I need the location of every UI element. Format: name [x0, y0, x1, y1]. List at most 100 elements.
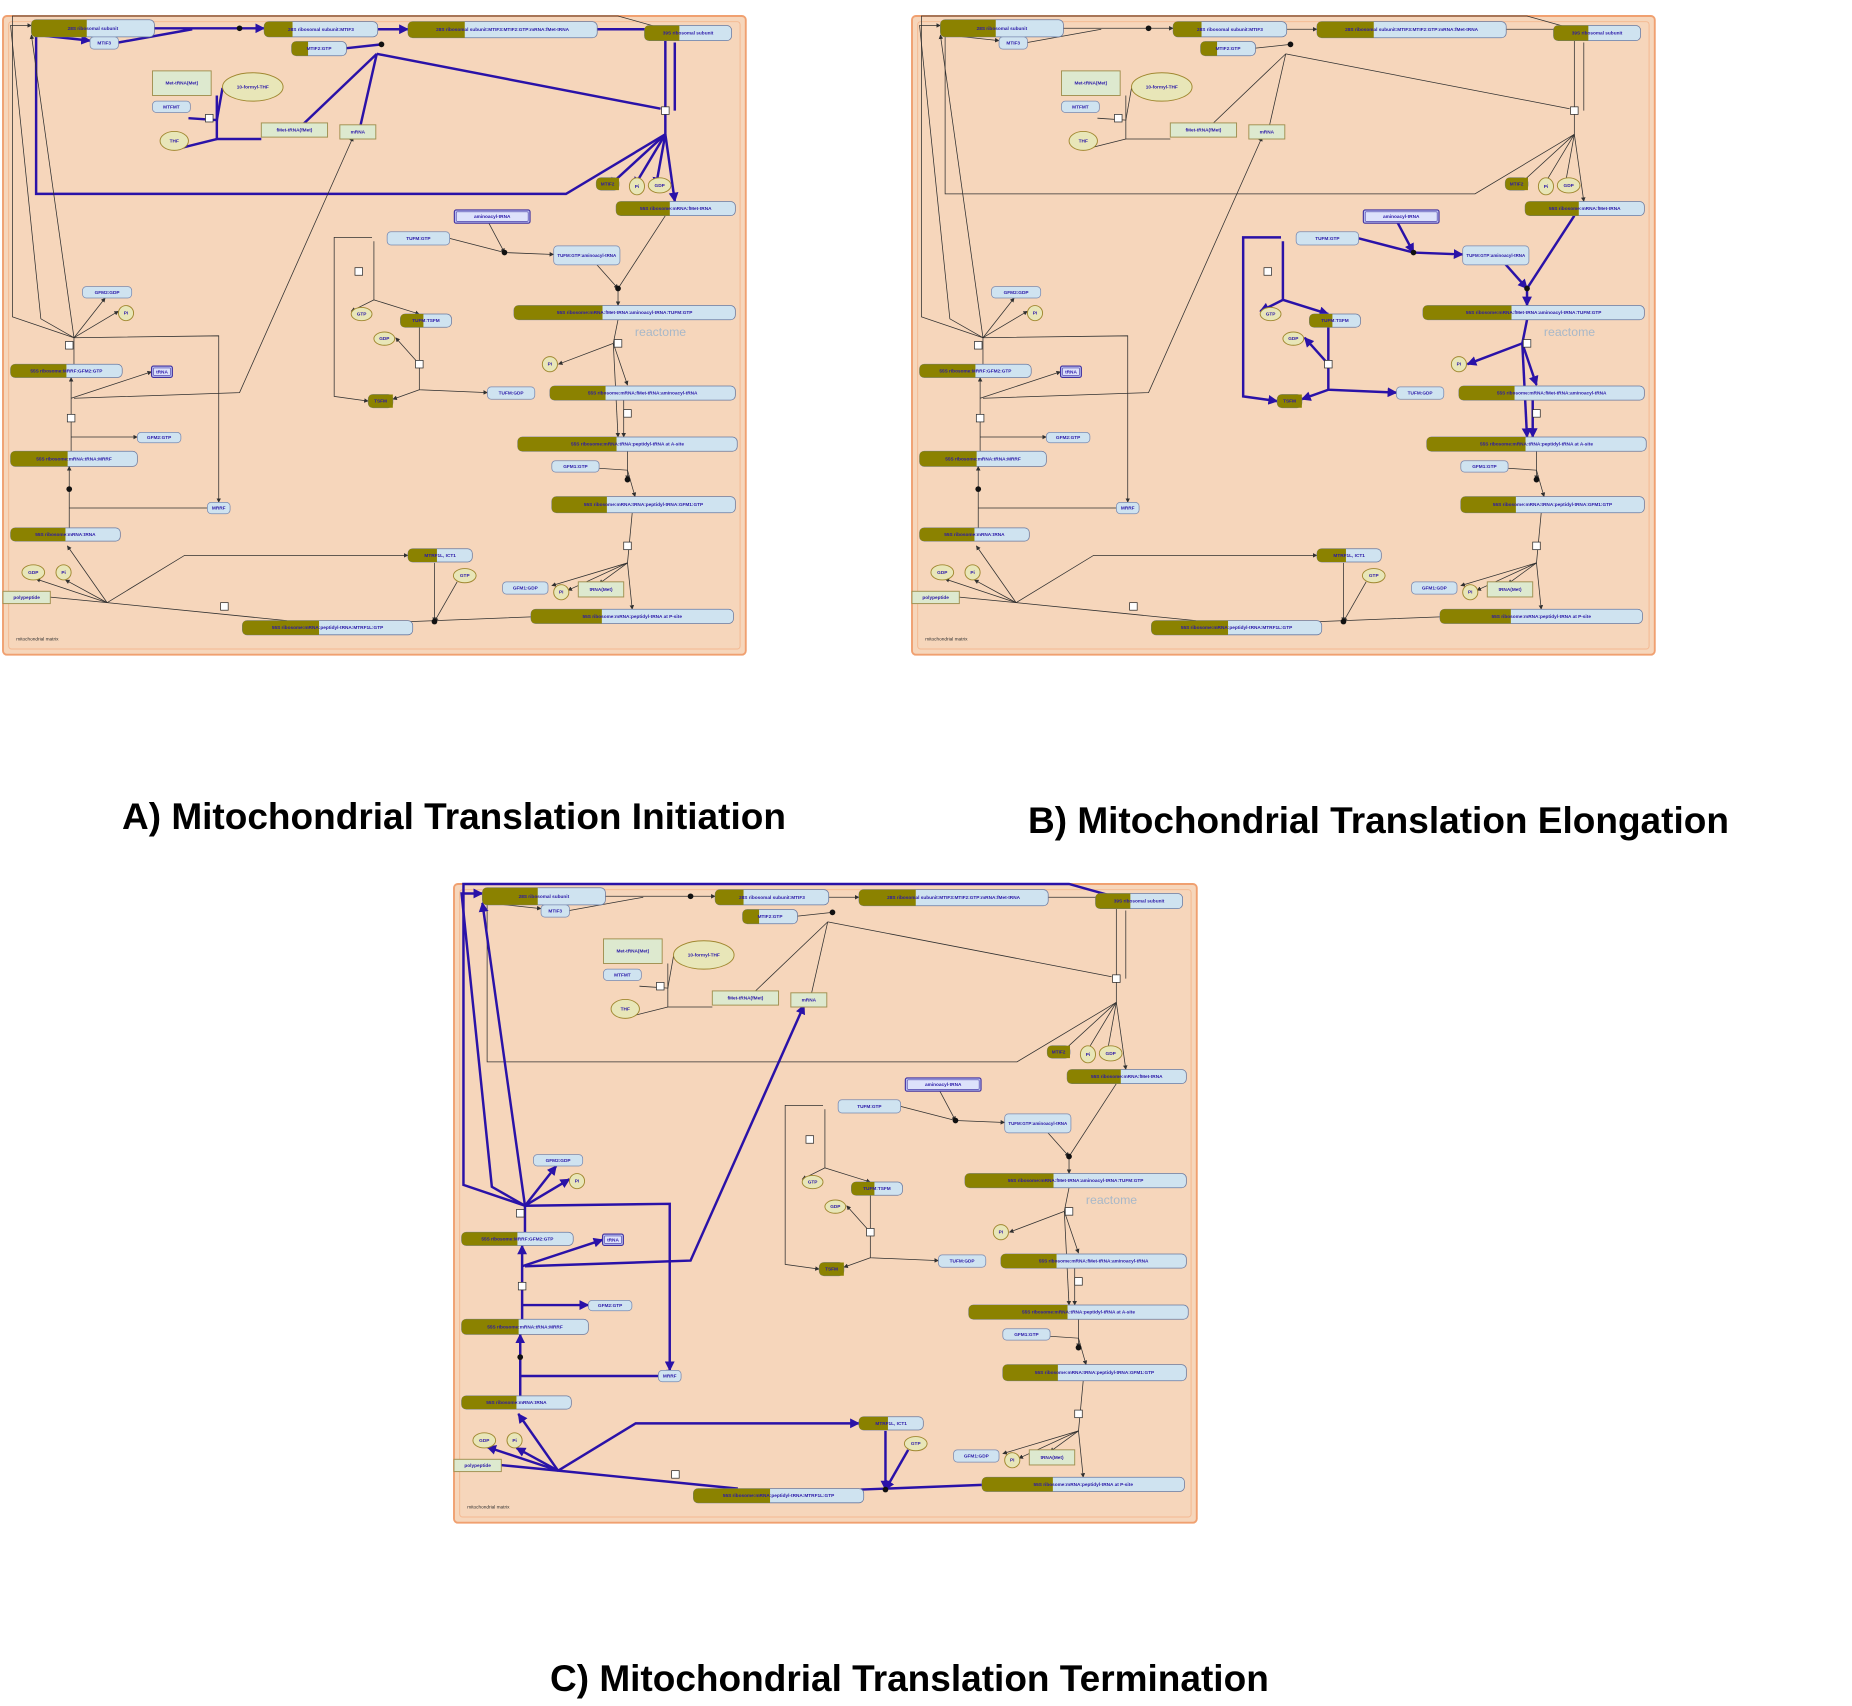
node-tufm-gtp-aa[interactable]: TUFM:GTP:aminoacyl-tRNA — [1462, 245, 1530, 266]
node-tufm-gdp[interactable]: TUFM:GDP — [1396, 386, 1445, 400]
node-n28s[interactable]: 28S ribosomal subunit — [31, 19, 155, 38]
node-mrna[interactable]: mRNA — [1248, 124, 1286, 140]
node-gdp2[interactable]: GDP — [373, 331, 396, 346]
node-formyl-thf[interactable]: 10-formyl-THF — [673, 940, 735, 970]
node-gtp2[interactable]: GTP — [1361, 568, 1386, 584]
node-mtif3[interactable]: MTIF3 — [540, 904, 570, 918]
node-r55s-psite[interactable]: 55S ribosome:mRNA:peptidyl-tRNA at P-sit… — [1439, 608, 1643, 624]
node-pi5[interactable]: Pi — [964, 564, 981, 581]
node-r55s-mtrf[interactable]: 55S ribosome:mRNA:peptidyl-tRNA:MTRF1L:G… — [1151, 620, 1323, 636]
node-mtif2-gtp[interactable]: MTIF2:GTP — [1200, 41, 1256, 57]
node-gdp1[interactable]: GDP — [1556, 177, 1581, 194]
node-r55s-asite[interactable]: 55S ribosome:mRNA:tRNA:peptidyl-tRNA at … — [968, 1304, 1189, 1320]
node-thf[interactable]: THF — [1068, 130, 1098, 151]
node-mtif2-gtp[interactable]: MTIF2:GTP — [291, 41, 347, 57]
node-tufm-gtp[interactable]: TUFM:GTP — [1295, 231, 1359, 246]
node-n39s[interactable]: 39S ribosomal subunit — [644, 25, 732, 41]
node-r55s-aa[interactable]: 55S ribosome:mRNA:fMet-tRNA:aminoacyl-tR… — [549, 385, 736, 401]
node-r55s-asite[interactable]: 55S ribosome:mRNA:tRNA:peptidyl-tRNA at … — [517, 436, 738, 452]
node-pi1[interactable]: Pi — [1537, 177, 1554, 196]
node-gfm2-gdp[interactable]: GFM2:GDP — [533, 1154, 584, 1167]
node-pi3[interactable]: Pi — [553, 584, 570, 601]
node-fmet-trna[interactable]: fMet-tRNA(fMet) — [1169, 122, 1238, 138]
node-pi3[interactable]: Pi — [1004, 1452, 1021, 1469]
node-met-trna[interactable]: Met-tRNA(Met) — [603, 938, 663, 964]
node-gfm2-gdp[interactable]: GFM2:GDP — [991, 286, 1042, 299]
node-gdp1[interactable]: GDP — [647, 177, 672, 194]
node-tufm-gdp[interactable]: TUFM:GDP — [487, 386, 536, 400]
node-gfm1-gdp[interactable]: GFM1:GDP — [1411, 581, 1458, 595]
node-gtp1[interactable]: GTP — [1259, 306, 1282, 322]
node-r55s-fmet[interactable]: 55S ribosome:mRNA:fMet-tRNA — [1524, 201, 1645, 217]
node-tufm-tsfm[interactable]: TUFM:TSFM — [1309, 313, 1361, 328]
node-gfm1-gdp[interactable]: GFM1:GDP — [502, 581, 549, 595]
node-mtrf[interactable]: MTRF1L, ICT1 — [1316, 548, 1382, 563]
node-mrrf[interactable]: MRRF — [658, 1369, 682, 1383]
node-n28s-mtif3[interactable]: 28S ribosomal subunit:MTIF3 — [714, 889, 830, 906]
node-gdp3[interactable]: GDP — [472, 1432, 497, 1449]
node-r55s-gfm1[interactable]: 55S ribosome:mRNA:tRNA:peptidyl-tRNA:GFM… — [551, 496, 736, 514]
node-pi3[interactable]: Pi — [1462, 584, 1479, 601]
node-r55s-mrrf[interactable]: 55S ribosome:mRNA:tRNA:MRRF — [919, 450, 1047, 467]
node-r55s-trna[interactable]: 55S ribosome:mRNA:tRNA — [461, 1395, 572, 1410]
node-tsfm[interactable]: TSFM — [1276, 394, 1303, 409]
node-r55s-fmet[interactable]: 55S ribosome:mRNA:fMet-tRNA — [615, 201, 736, 217]
node-aminoacyl[interactable]: aminoacyl-tRNA — [453, 209, 531, 224]
node-pi2[interactable]: Pi — [1450, 356, 1467, 373]
node-mrna[interactable]: mRNA — [790, 992, 828, 1008]
node-r55s-gfm1[interactable]: 55S ribosome:mRNA:tRNA:peptidyl-tRNA:GFM… — [1002, 1364, 1187, 1382]
node-mtif2[interactable]: MTIF2 — [595, 177, 620, 191]
node-aminoacyl[interactable]: aminoacyl-tRNA — [904, 1077, 982, 1092]
node-mtfmt[interactable]: MTFMT — [152, 100, 191, 113]
node-r55s-fmet[interactable]: 55S ribosome:mRNA:fMet-tRNA — [1066, 1069, 1187, 1085]
node-trna-met[interactable]: tRNA(Met) — [1028, 1449, 1076, 1466]
node-pi4[interactable]: Pi — [568, 1173, 586, 1190]
node-mtif2[interactable]: MTIF2 — [1504, 177, 1529, 191]
node-gdp2[interactable]: GDP — [1282, 331, 1305, 346]
node-tsfm[interactable]: TSFM — [367, 394, 394, 409]
node-mtrf[interactable]: MTRF1L, ICT1 — [407, 548, 473, 563]
node-gtp2[interactable]: GTP — [452, 568, 477, 584]
node-pi5[interactable]: Pi — [506, 1432, 523, 1449]
node-r55s-tufm[interactable]: 55S ribosome:mRNA:fMet-tRNA:aminoacyl-tR… — [964, 1173, 1187, 1189]
node-gfm1-gtp[interactable]: GFM1:GTP — [1002, 1328, 1051, 1341]
node-gdp2[interactable]: GDP — [824, 1199, 847, 1214]
node-fmet-trna[interactable]: fMet-tRNA(fMet) — [711, 990, 780, 1006]
node-gtp1[interactable]: GTP — [350, 306, 373, 322]
node-pi2[interactable]: Pi — [992, 1224, 1009, 1241]
node-polypeptide[interactable]: polypeptide — [453, 1458, 502, 1473]
node-trna[interactable]: tRNA — [1059, 365, 1082, 379]
node-gfm1-gtp[interactable]: GFM1:GTP — [1460, 460, 1509, 473]
node-r55s-mrrf[interactable]: 55S ribosome:mRNA:tRNA:MRRF — [461, 1318, 589, 1335]
node-n28s[interactable]: 28S ribosomal subunit — [482, 887, 606, 906]
node-trna-met[interactable]: tRNA(Met) — [1486, 581, 1534, 598]
node-aminoacyl[interactable]: aminoacyl-tRNA — [1362, 209, 1440, 224]
node-tufm-gtp[interactable]: TUFM:GTP — [386, 231, 450, 246]
node-r55s-trna[interactable]: 55S ribosome:mRNA:tRNA — [10, 527, 121, 542]
node-trna-met[interactable]: tRNA(Met) — [577, 581, 625, 598]
node-r55s-mrrf[interactable]: 55S ribosome:mRNA:tRNA:MRRF — [10, 450, 138, 467]
node-trna[interactable]: tRNA — [601, 1233, 624, 1247]
node-trna[interactable]: tRNA — [150, 365, 173, 379]
node-n28s[interactable]: 28S ribosomal subunit — [940, 19, 1064, 38]
node-mrrf[interactable]: MRRF — [207, 501, 231, 515]
node-met-trna[interactable]: Met-tRNA(Met) — [152, 70, 212, 96]
node-formyl-thf[interactable]: 10-formyl-THF — [222, 72, 284, 102]
node-tufm-gtp-aa[interactable]: TUFM:GTP:aminoacyl-tRNA — [553, 245, 621, 266]
node-n39s[interactable]: 39S ribosomal subunit — [1553, 25, 1641, 41]
node-pi4[interactable]: Pi — [117, 305, 135, 322]
node-n28s-full[interactable]: 28S ribosomal subunit:MTIF3:MTIF2:GTP:mR… — [858, 889, 1049, 907]
node-gfm2-gtp[interactable]: GFM2:GTP — [1045, 431, 1091, 444]
node-gdp3[interactable]: GDP — [930, 564, 955, 581]
node-mtif2[interactable]: MTIF2 — [1046, 1045, 1071, 1059]
node-n39s[interactable]: 39S ribosomal subunit — [1095, 893, 1183, 909]
node-r55s-mtrf[interactable]: 55S ribosome:mRNA:peptidyl-tRNA:MTRF1L:G… — [242, 620, 414, 636]
node-thf[interactable]: THF — [610, 998, 640, 1019]
node-fmet-trna[interactable]: fMet-tRNA(fMet) — [260, 122, 329, 138]
node-formyl-thf[interactable]: 10-formyl-THF — [1131, 72, 1193, 102]
node-mtif2-gtp[interactable]: MTIF2:GTP — [742, 909, 798, 925]
node-r55s-psite[interactable]: 55S ribosome:mRNA:peptidyl-tRNA at P-sit… — [981, 1476, 1185, 1492]
node-n28s-mtif3[interactable]: 28S ribosomal subunit:MTIF3 — [1172, 21, 1288, 38]
node-n28s-full[interactable]: 28S ribosomal subunit:MTIF3:MTIF2:GTP:mR… — [1316, 21, 1507, 39]
node-r55s-asite[interactable]: 55S ribosome:mRNA:tRNA:peptidyl-tRNA at … — [1426, 436, 1647, 452]
